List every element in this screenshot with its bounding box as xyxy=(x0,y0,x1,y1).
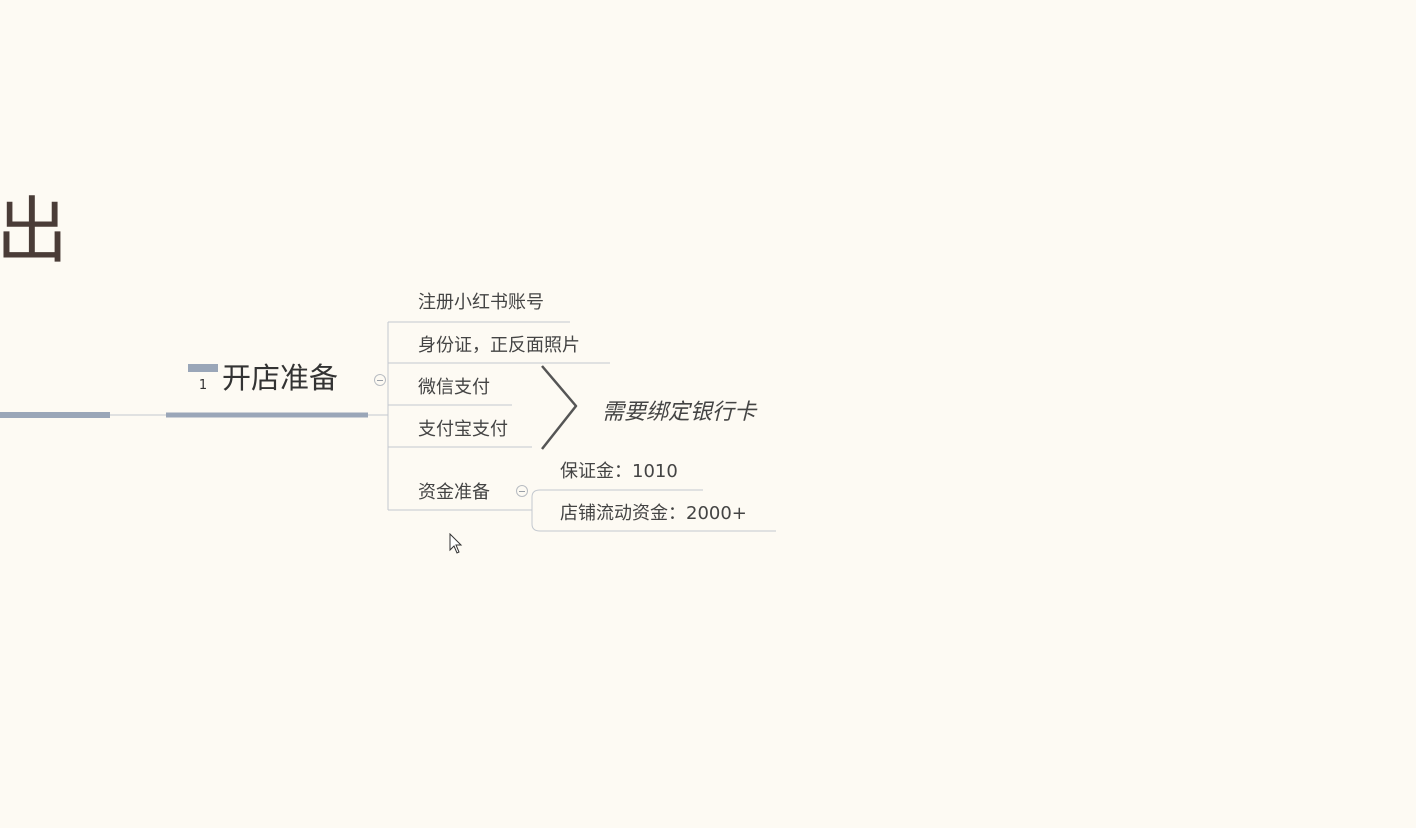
boundary-bracket xyxy=(541,365,578,450)
branch-funding[interactable]: 资金准备 xyxy=(418,482,490,503)
mouse-pointer-icon xyxy=(449,533,463,554)
priority-marker-text: 1 xyxy=(199,378,207,393)
collapse-toggle-main[interactable] xyxy=(374,374,386,386)
funding-deposit[interactable]: 保证金：1010 xyxy=(560,461,678,482)
branch-wechat-pay[interactable]: 微信支付 xyxy=(418,377,490,398)
collapse-toggle-funding[interactable] xyxy=(516,485,528,497)
background-heading-char: 出 xyxy=(0,189,69,273)
funding-child-underline-2 xyxy=(531,510,776,532)
branch-alipay[interactable]: 支付宝支付 xyxy=(418,419,508,440)
main-topic[interactable]: 开店准备 xyxy=(222,361,339,395)
priority-1-icon: 1 xyxy=(188,364,218,394)
funding-working-capital[interactable]: 店铺流动资金：2000+ xyxy=(560,503,747,524)
boundary-note[interactable]: 需要绑定银行卡 xyxy=(602,400,757,425)
funding-child-underline-1 xyxy=(531,489,703,510)
branch-id-card[interactable]: 身份证，正反面照片 xyxy=(418,335,580,356)
branch-register-account[interactable]: 注册小红书账号 xyxy=(418,292,544,313)
